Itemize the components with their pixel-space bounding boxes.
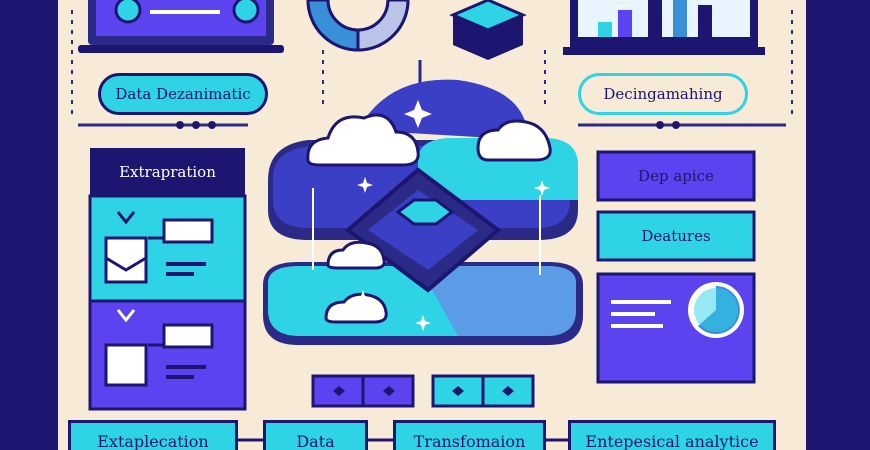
cube-icon [449,0,527,60]
central-platform [263,79,583,345]
right-panel-graphics [596,150,756,384]
bottom-data-box: Data [263,420,368,450]
connector-boxes [311,374,535,408]
diagram-canvas: Data Dezanimatic Decingamahing Extraprat… [58,0,806,450]
diagram-graphics [71,0,793,442]
bottom-analytics-box: Entepesical analytice [568,420,776,450]
features-panel-title: Deatures [641,227,711,245]
data-dynamic-pill: Data Dezanimatic [98,73,268,115]
bottom-transformation-box: Transfomaion [393,420,546,450]
data-dynamic-label: Data Dezanimatic [115,85,251,103]
donut-chart-icon [306,0,410,52]
bottom-extrapolation-box: Extaplecation [68,420,238,450]
laptop-icon [78,0,284,53]
decision-making-pill: Decingamahing [578,73,748,115]
dep-apice-panel-title: Dep apice [638,167,714,185]
decision-making-label: Decingamahing [603,85,723,103]
extrapolation-panel-title: Extrapration [90,148,245,196]
bar-chart-monitor-icon [563,0,765,55]
